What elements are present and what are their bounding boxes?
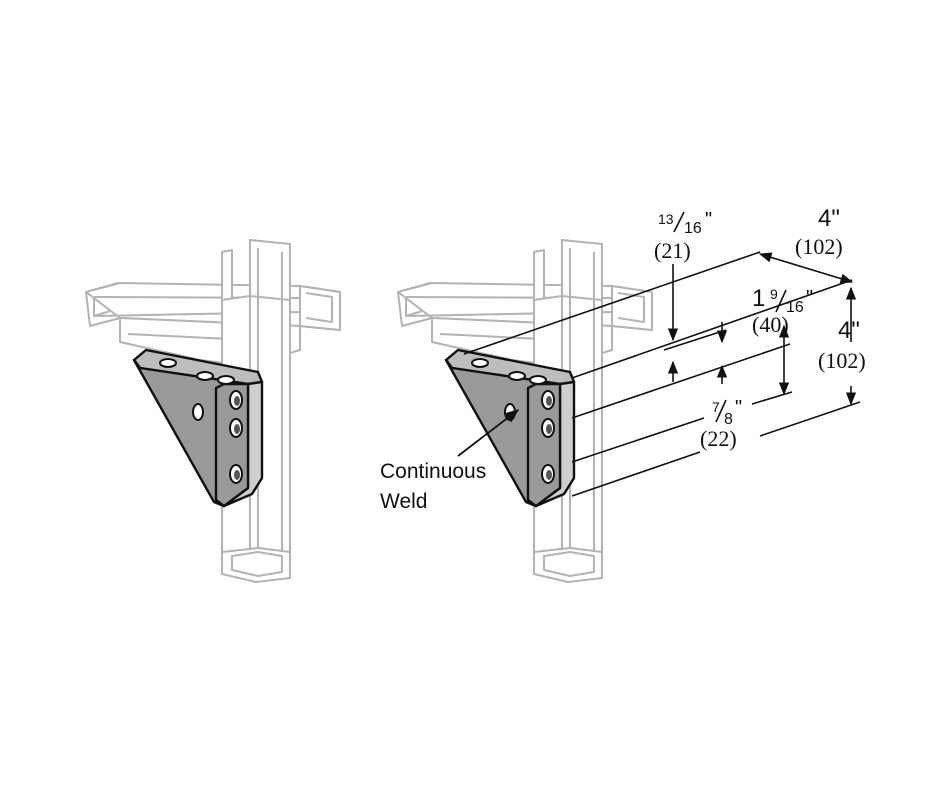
callout-continuous: Continuous — [380, 460, 486, 483]
dimension-arrows — [667, 252, 857, 406]
dim-height: 4" (102) — [818, 317, 866, 373]
dim-7-8-metric: (22) — [700, 426, 737, 451]
fraction-slash — [673, 211, 685, 233]
dim-width-imperial: 4" — [818, 205, 840, 232]
dim-1-9-16-den: 16 — [786, 299, 804, 316]
right-bracket-assembly — [396, 238, 654, 584]
callout-weld: Weld — [380, 490, 427, 513]
dim-13-16-unit: " — [705, 209, 712, 231]
dim-13-16: 13 16 " (21) — [654, 209, 712, 263]
dim-1-9-16-num: 9 — [770, 286, 778, 302]
dim-7-8: 7 8 " (22) — [700, 397, 742, 451]
dim-height-imperial: 4" — [838, 317, 860, 344]
dim-13-16-num: 13 — [658, 211, 674, 227]
dim-13-16-den: 16 — [684, 220, 702, 237]
dim-width: 4" (102) — [795, 205, 843, 259]
fraction-slash — [715, 399, 727, 423]
left-bracket-assembly — [84, 238, 342, 584]
dim-width-metric: (102) — [795, 234, 843, 259]
dim-height-metric: (102) — [818, 348, 866, 373]
dim-13-16-metric: (21) — [654, 238, 691, 263]
dim-1-9-16-metric: (40) — [752, 312, 789, 337]
fraction-slash — [775, 289, 787, 313]
dim-7-8-unit: " — [735, 397, 742, 419]
dim-7-8-den: 8 — [724, 411, 733, 428]
dim-1-9-16-unit: " — [806, 287, 813, 309]
dim-1-9-16: 1 9 16 " (40) — [752, 285, 813, 337]
weld-leader — [457, 409, 520, 457]
extension-lines — [463, 251, 861, 497]
dim-1-9-16-whole: 1 — [752, 285, 765, 312]
dim-7-8-num: 7 — [712, 399, 720, 415]
